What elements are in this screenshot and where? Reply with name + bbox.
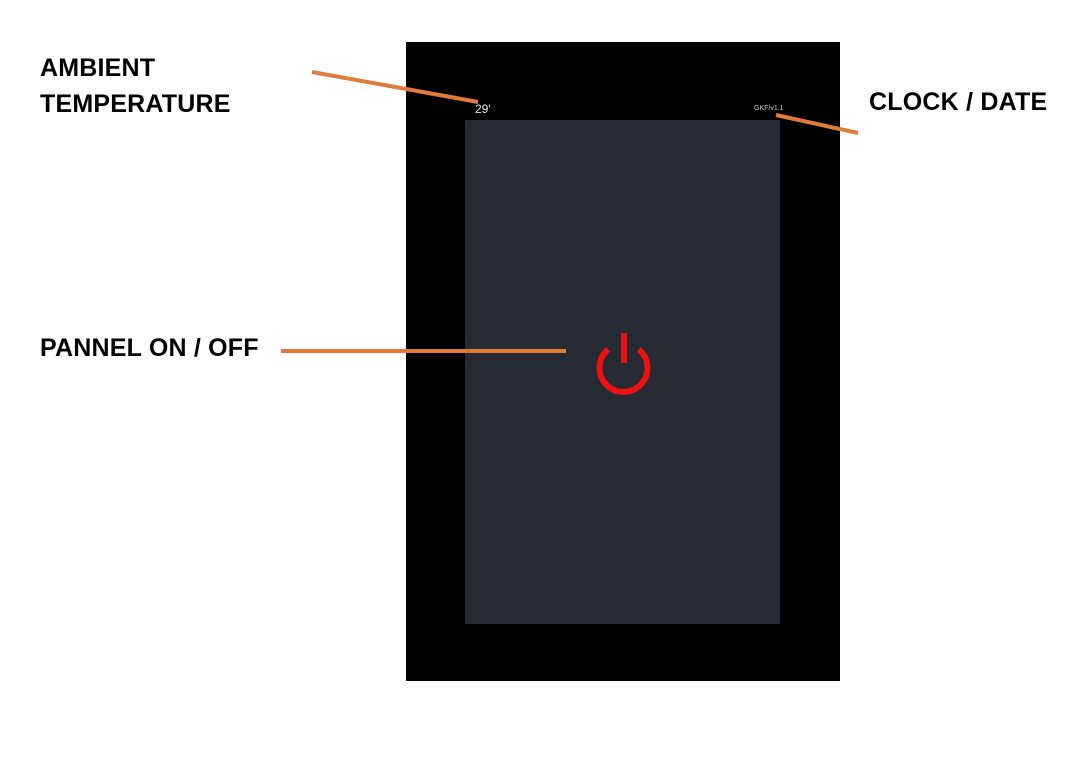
device-frame: 29' GKF/v1.1 (406, 42, 840, 681)
callout-clock-date: CLOCK / DATE (869, 88, 1048, 116)
callout-panel-on-off: PANNEL ON / OFF (40, 334, 259, 362)
panel-power-button[interactable] (593, 329, 655, 395)
ambient-temperature-readout: 29' (475, 102, 491, 116)
callout-ambient-temperature: AMBIENT TEMPERATURE (40, 54, 231, 118)
power-icon (596, 333, 651, 395)
display-screen (465, 120, 780, 624)
clock-date-readout: GKF/v1.1 (754, 105, 784, 112)
